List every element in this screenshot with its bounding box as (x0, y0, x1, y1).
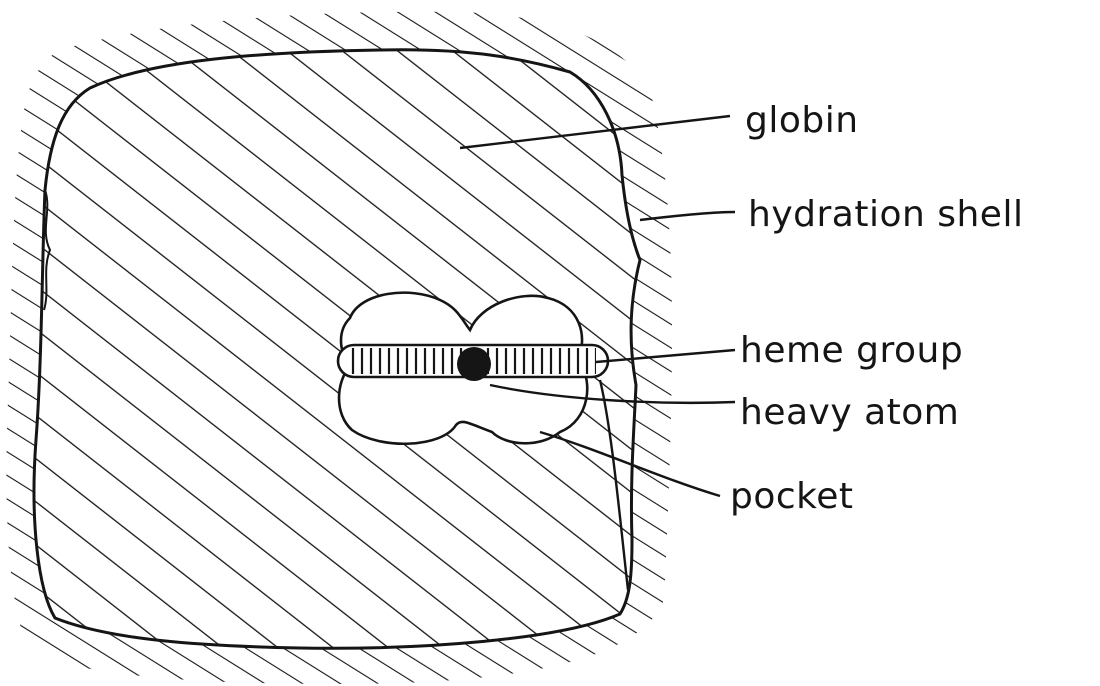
label-hydration-shell: hydration shell (748, 194, 1023, 235)
label-heme-group: heme group (740, 330, 963, 371)
label-globin: globin (745, 100, 859, 141)
heavy-atom (457, 347, 491, 381)
label-pocket: pocket (730, 476, 854, 517)
heavy-atom-dot (457, 347, 491, 381)
label-heavy-atom: heavy atom (740, 392, 959, 433)
